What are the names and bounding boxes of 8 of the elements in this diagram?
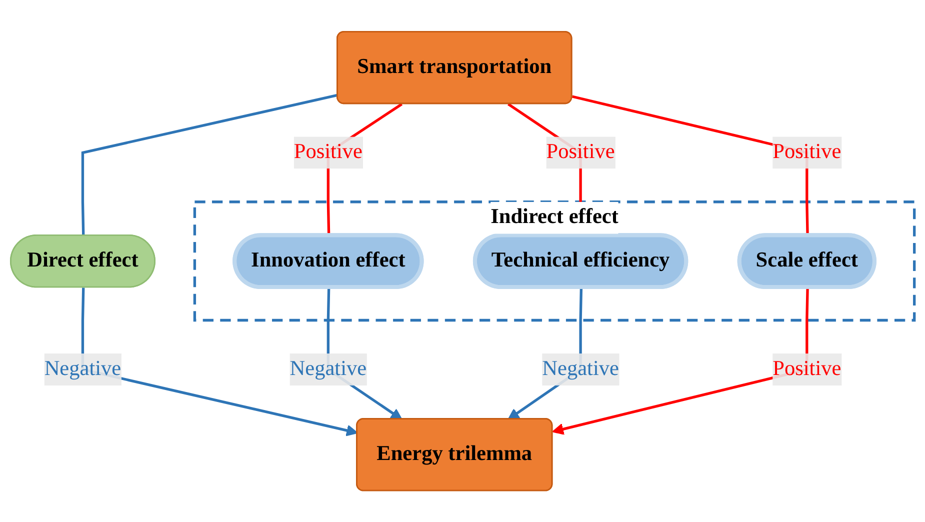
edge-label: Negative: [290, 357, 367, 380]
edge-label: Positive: [772, 140, 842, 164]
edge-label: Positive: [546, 140, 615, 164]
connector: [81, 94, 338, 236]
edge-label: Positive: [294, 140, 362, 164]
edge-label: Negative: [44, 357, 122, 380]
edge-label: Positive: [772, 357, 842, 380]
edge-label: Negative: [542, 357, 619, 380]
